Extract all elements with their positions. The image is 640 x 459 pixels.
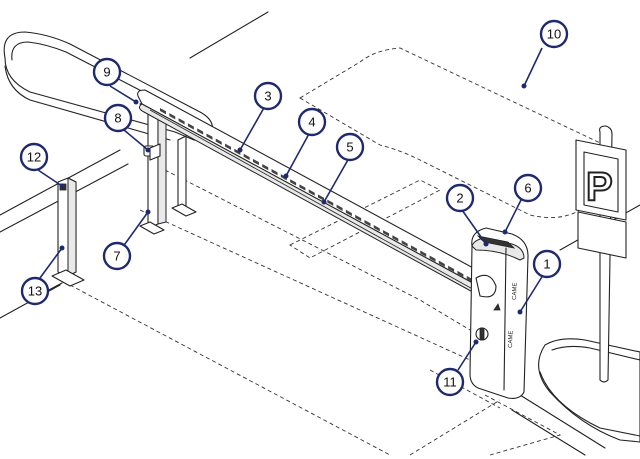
boom-segment: [410, 245, 417, 252]
boom-segment: [457, 270, 464, 278]
boom-segment: [438, 260, 445, 267]
callout-11: 11: [435, 367, 465, 397]
boom-segment: [262, 163, 269, 171]
boom-segment: [252, 158, 259, 166]
callout-6: 6: [513, 173, 543, 203]
callout-11-label: 11: [443, 375, 457, 390]
boom-segment: [336, 204, 343, 211]
callout-4-label: 4: [308, 115, 315, 130]
boom-segment: [169, 113, 176, 120]
callout-5: 5: [335, 132, 365, 162]
callout-3: 3: [253, 81, 283, 111]
parking-sign: P: [575, 125, 627, 383]
callout-leaders: [37, 47, 546, 371]
boom-segment: [206, 133, 213, 140]
callout-6-label: 6: [524, 181, 531, 196]
boom-segment: [290, 179, 297, 186]
cabinet-brand-top: CAME: [512, 283, 519, 301]
boom-segment: [401, 240, 408, 247]
callout-10: 10: [539, 19, 569, 49]
callout-12-label: 12: [27, 150, 41, 165]
callout-12: 12: [19, 142, 49, 172]
callout-8: 8: [103, 103, 133, 133]
boom-segment: [383, 230, 390, 237]
boom-segment: [327, 199, 334, 206]
boom-segment: [215, 138, 222, 145]
callout-9-label: 9: [103, 65, 110, 80]
callout-7: 7: [102, 241, 132, 271]
callouts: 1 2 3 4 5 6 7 8 9 10 11 12 13: [19, 19, 569, 397]
boom-segment: [243, 153, 250, 161]
callout-2-label: 2: [456, 191, 463, 206]
boom-segment: [308, 189, 315, 196]
boom-segment: [234, 148, 241, 156]
boom-segment: [318, 194, 324, 201]
boom-segment: [355, 214, 362, 222]
boom-rubber-segments: [160, 108, 482, 288]
boom-segment: [178, 118, 185, 125]
boom-segment: [187, 123, 194, 130]
boom-segment: [373, 225, 380, 232]
boom-segment: [271, 169, 278, 176]
callout-13-label: 13: [28, 284, 42, 299]
boom-segment: [197, 128, 204, 135]
boom-segment: [280, 174, 287, 181]
boom-segment: [429, 255, 436, 262]
callout-7-label: 7: [113, 249, 120, 264]
control-column: [51, 177, 85, 287]
sign-island: [538, 338, 640, 443]
boom-segment: [225, 143, 232, 150]
callout-13: 13: [20, 276, 50, 306]
callout-9: 9: [92, 57, 122, 87]
callout-4: 4: [297, 107, 327, 137]
boom-segment: [299, 184, 306, 191]
boom-segment: [448, 265, 455, 273]
parking-letter: P: [586, 165, 613, 209]
barrier-boom: [137, 89, 489, 297]
boom-segment: [364, 219, 371, 227]
cabinet-brand-bottom: CAME: [508, 331, 515, 349]
callout-8-label: 8: [114, 111, 121, 126]
callout-2: 2: [445, 183, 475, 213]
boom-segment: [160, 108, 166, 115]
callout-10-label: 10: [547, 27, 561, 42]
boom-segment: [392, 235, 399, 242]
callout-5-label: 5: [346, 140, 353, 155]
barrier-cabinet: CAME CAME: [469, 227, 529, 399]
callout-3-label: 3: [264, 89, 271, 104]
boom-segment: [345, 209, 352, 217]
callout-1-label: 1: [543, 257, 550, 272]
boom-segment: [420, 250, 427, 257]
callout-1: 1: [532, 249, 562, 279]
